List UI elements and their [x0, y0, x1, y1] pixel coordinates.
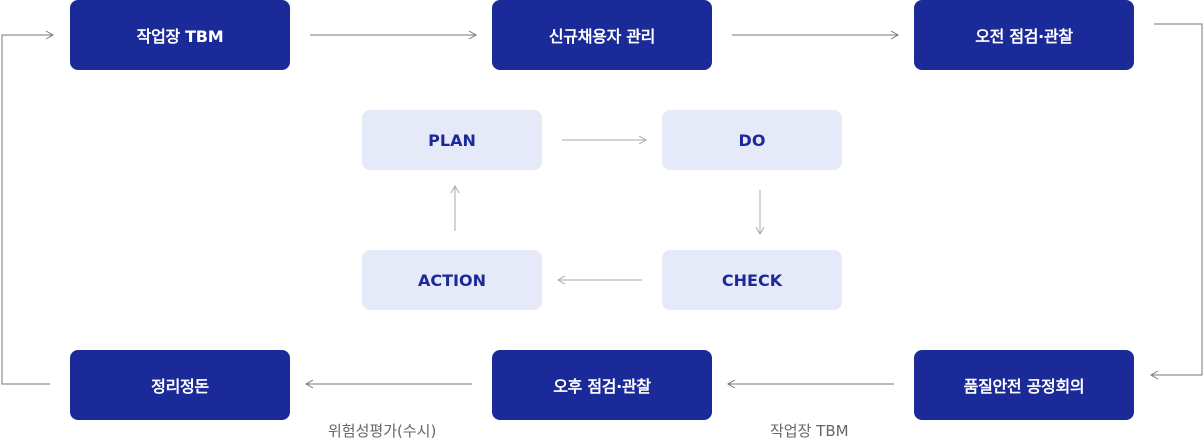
step-label-6: 정리정돈 [151, 377, 209, 396]
caption-tbm: 작업장 TBM [770, 422, 849, 440]
step-label-2: 신규채용자 관리 [548, 27, 656, 46]
pdca-action-label: ACTION [418, 270, 486, 290]
pdca-check-label: CHECK [721, 270, 783, 290]
step-box-5: 오후 점검·관찰 [492, 350, 712, 420]
step-box-2: 신규채용자 관리 [492, 0, 712, 70]
step-box-3: 오전 점검·관찰 [914, 0, 1134, 70]
pdca-do-label: DO [738, 130, 766, 150]
step-label-3: 오전 점검·관찰 [975, 27, 1073, 46]
pdca-plan-box: PLAN [362, 110, 542, 170]
step-box-4: 품질안전 공정회의 [914, 350, 1134, 420]
step-box-6: 정리정돈 [70, 350, 290, 420]
step-label-5: 오후 점검·관찰 [553, 377, 651, 396]
pdca-do-box: DO [662, 110, 842, 170]
step-box-1: 작업장 TBM [70, 0, 290, 70]
pdca-action-box: ACTION [362, 250, 542, 310]
step-label-4: 품질안전 공정회의 [963, 377, 1085, 396]
arrow-s3-s4 [1149, 23, 1203, 380]
caption-risk-assessment: 위험성평가(수시) [328, 422, 437, 440]
arrow-s6-s1 [1, 30, 55, 385]
step-label-1: 작업장 TBM [136, 27, 224, 46]
pdca-plan-label: PLAN [428, 130, 476, 150]
pdca-check-box: CHECK [662, 250, 842, 310]
